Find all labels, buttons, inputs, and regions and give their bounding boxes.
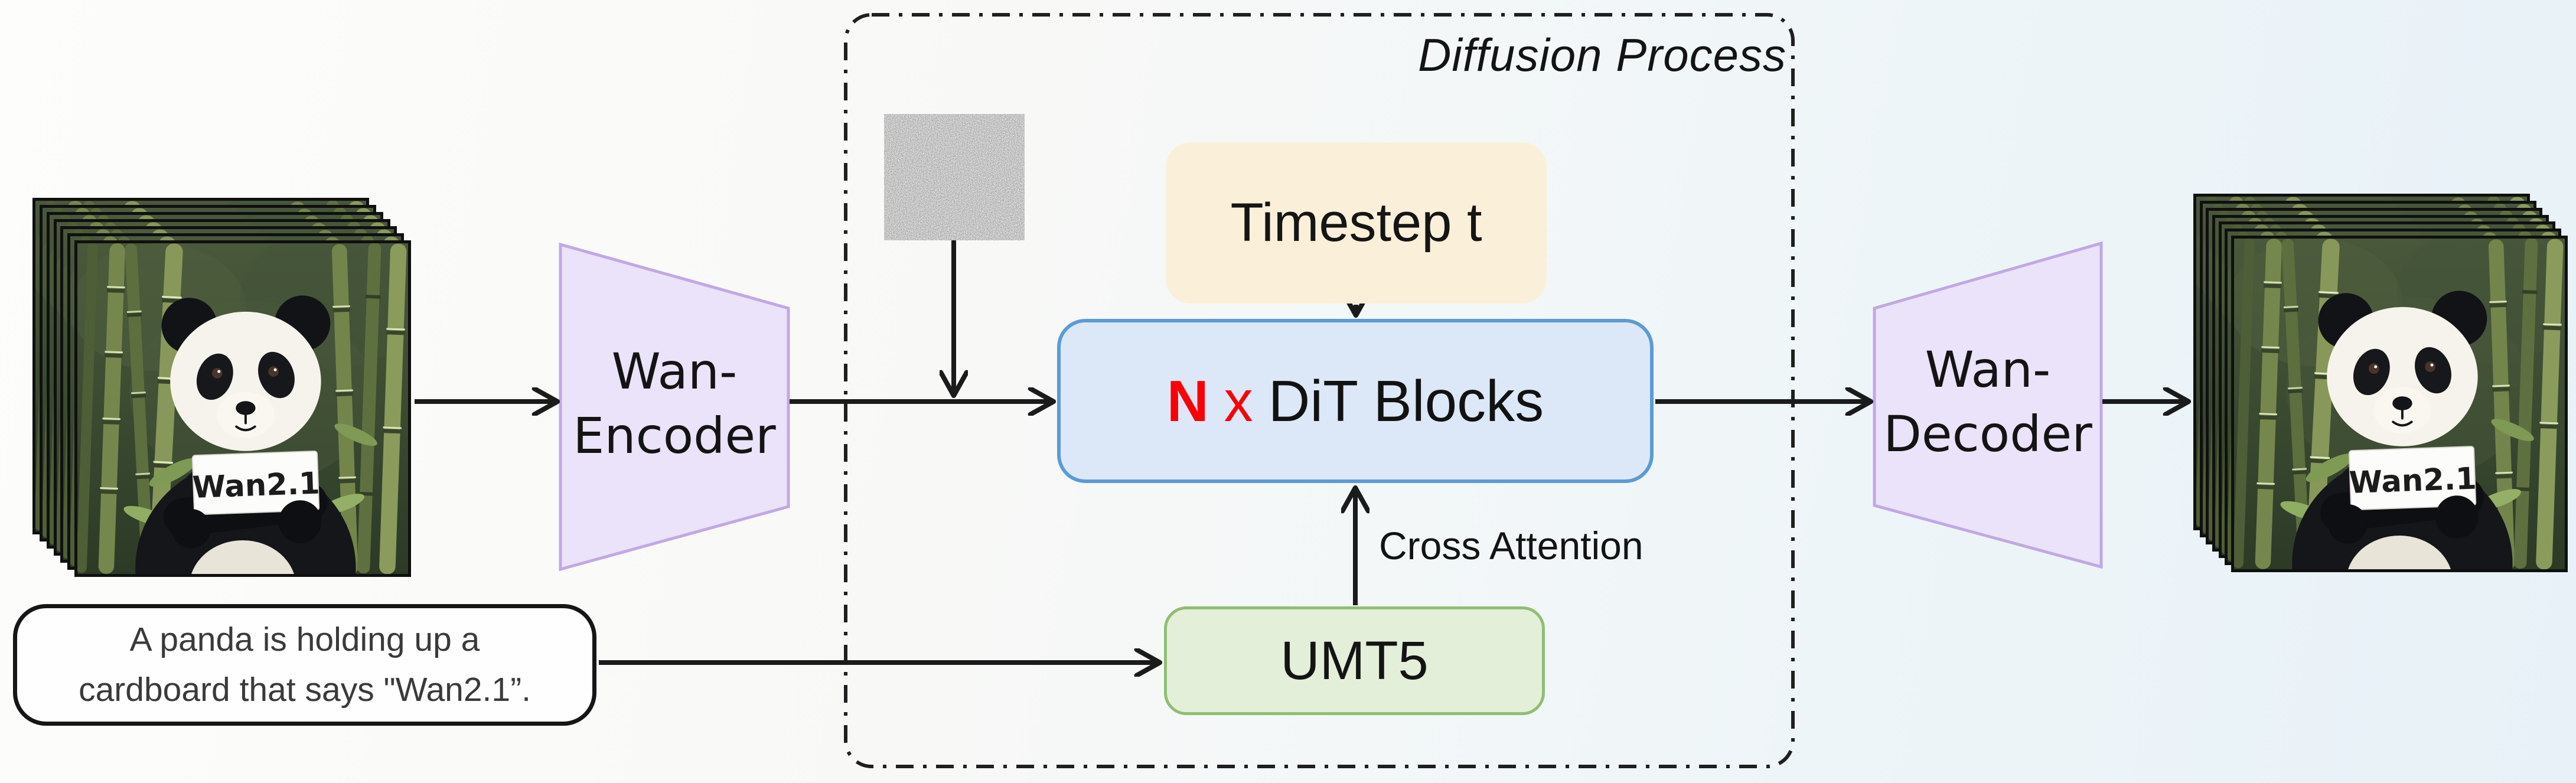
umt5-box: UMT5 (1164, 606, 1545, 715)
video-frame-front (2231, 236, 2568, 572)
wan-decoder-trapezoid (1873, 241, 2103, 569)
prompt-line-1: A panda is holding up a (129, 620, 480, 658)
wan-decoder-label-line1: Wan- (1925, 341, 2051, 399)
diffusion-process-title: Diffusion Process (1418, 29, 1786, 81)
wan-decoder-label: Wan- Decoder (1873, 338, 2103, 466)
timestep-label: Timestep t (1230, 193, 1482, 253)
cross-attention-label: Cross Attention (1379, 524, 1644, 567)
prompt-line-2: cardboard that says "Wan2.1”. (79, 671, 531, 709)
noise-patch (884, 114, 1025, 240)
output-video-frame-stack (2193, 194, 2576, 578)
dit-n-symbol: N (1166, 368, 1209, 433)
wan-decoder-label-line2: Decoder (1883, 405, 2092, 464)
umt5-label: UMT5 (1280, 630, 1429, 691)
wan-encoder-trapezoid (559, 242, 790, 572)
dit-blocks-box: N x DiT Blocks (1057, 319, 1654, 483)
wan-encoder-label-line1: Wan- (611, 342, 738, 400)
timestep-box: Timestep t (1166, 142, 1547, 304)
dit-blocks-label: DiT Blocks (1268, 368, 1544, 433)
prompt-text-box: A panda is holding up a cardboard that s… (13, 604, 596, 726)
wan-encoder-label: Wan- Encoder (559, 340, 790, 468)
diffusion-process-boundary (844, 13, 1795, 768)
wan-encoder-label-line2: Encoder (573, 407, 776, 465)
video-frame-front (74, 240, 411, 577)
input-video-frame-stack (32, 198, 416, 582)
dit-times-symbol: x (1224, 368, 1253, 433)
